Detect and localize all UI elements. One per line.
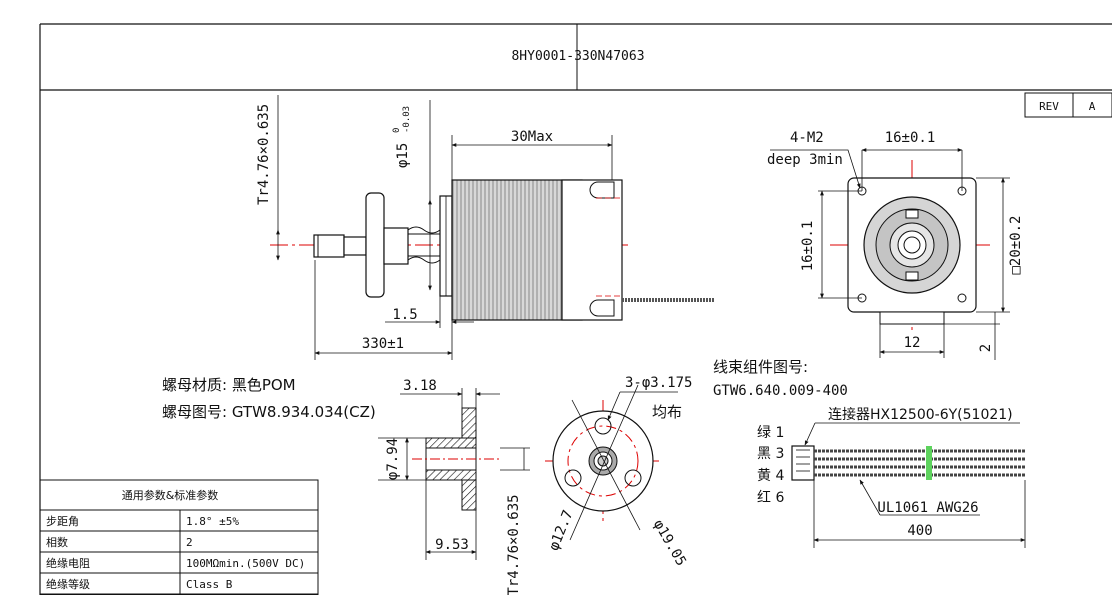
- hole-spacing-vertical-label: 16±0.1: [800, 221, 816, 272]
- harness-title: 线束组件图号:: [713, 358, 808, 376]
- motor-side-view: [270, 95, 715, 360]
- harness-part-number: GTW6.640.009-400: [713, 383, 848, 399]
- parameter-table: [39, 479, 319, 595]
- parameter-name: 绝缘电阻: [46, 556, 90, 570]
- nut-hole-distribution-label: 均布: [652, 403, 682, 421]
- shaft-diameter-label: φ15: [395, 143, 411, 168]
- nut-outer-diameter-label: φ19.05: [650, 517, 689, 569]
- rev-value: A: [1089, 100, 1096, 113]
- parameter-value: Class B: [186, 578, 233, 591]
- screw-length-label: 330±1: [362, 336, 404, 352]
- wire-label: 红 6: [757, 490, 784, 506]
- drawing-number: 8HY0001-330N47063: [511, 49, 644, 64]
- shaft-tolerance-lower: -0.03: [402, 106, 412, 133]
- nut-end-view: [545, 384, 678, 541]
- hole-depth-label: deep 3min: [767, 152, 843, 168]
- nut-section-view: [378, 388, 530, 560]
- wire-label: 绿 1: [757, 425, 784, 441]
- body-size-label: □20±0.2: [1008, 215, 1024, 274]
- rev-label: REV: [1039, 100, 1059, 113]
- wire-label: 黑 3: [757, 446, 784, 462]
- connector-label: 连接器HX12500-6Y(51021): [828, 406, 1013, 423]
- parameter-name: 步距角: [46, 515, 79, 528]
- nut-pcd-label: φ12.7: [546, 508, 577, 553]
- nut-length-label: 9.53: [435, 537, 469, 553]
- motor-length-label: 30Max: [511, 129, 553, 145]
- hole-spacing-horizontal-label: 16±0.1: [885, 130, 936, 146]
- tab-width-label: 12: [904, 335, 921, 351]
- nut-drawing-label: 螺母图号: GTW8.934.034(CZ): [162, 403, 376, 421]
- harness-drawing: [791, 422, 1026, 548]
- parameter-value: 2: [186, 536, 193, 549]
- shaft-tolerance-upper: 0: [392, 128, 402, 133]
- hole-spec-label: 4-M2: [790, 130, 824, 146]
- harness-length-label: 400: [907, 523, 932, 539]
- parameter-value: 100MΩmin.(500V DC): [186, 557, 305, 570]
- nut-flange-thickness-label: 3.18: [403, 378, 437, 394]
- wire-label: 黄 4: [757, 467, 784, 484]
- nut-thread-spec-label: Tr4.76×0.635: [506, 494, 522, 595]
- thread-spec-label: Tr4.76×0.635: [256, 104, 272, 205]
- parameter-name: 绝缘等级: [46, 577, 90, 591]
- nut-material-label: 螺母材质: 黑色POM: [162, 376, 296, 394]
- motor-front-view: [770, 148, 1010, 360]
- parameter-name: 相数: [46, 536, 68, 549]
- parameter-value: 1.8° ±5%: [186, 515, 239, 528]
- tab-height-label: 2: [978, 344, 994, 352]
- nut-bore-diameter-label: φ7.94: [385, 438, 401, 480]
- parameter-table-header: 通用参数&标准参数: [122, 488, 219, 502]
- flange-thickness-label: 1.5: [392, 307, 417, 323]
- cable-spec-label: UL1061 AWG26: [877, 500, 978, 516]
- title-block: 8HY0001-330N47063 REV A: [39, 23, 1112, 595]
- nut-hole-spec-label: 3-φ3.175: [625, 375, 692, 391]
